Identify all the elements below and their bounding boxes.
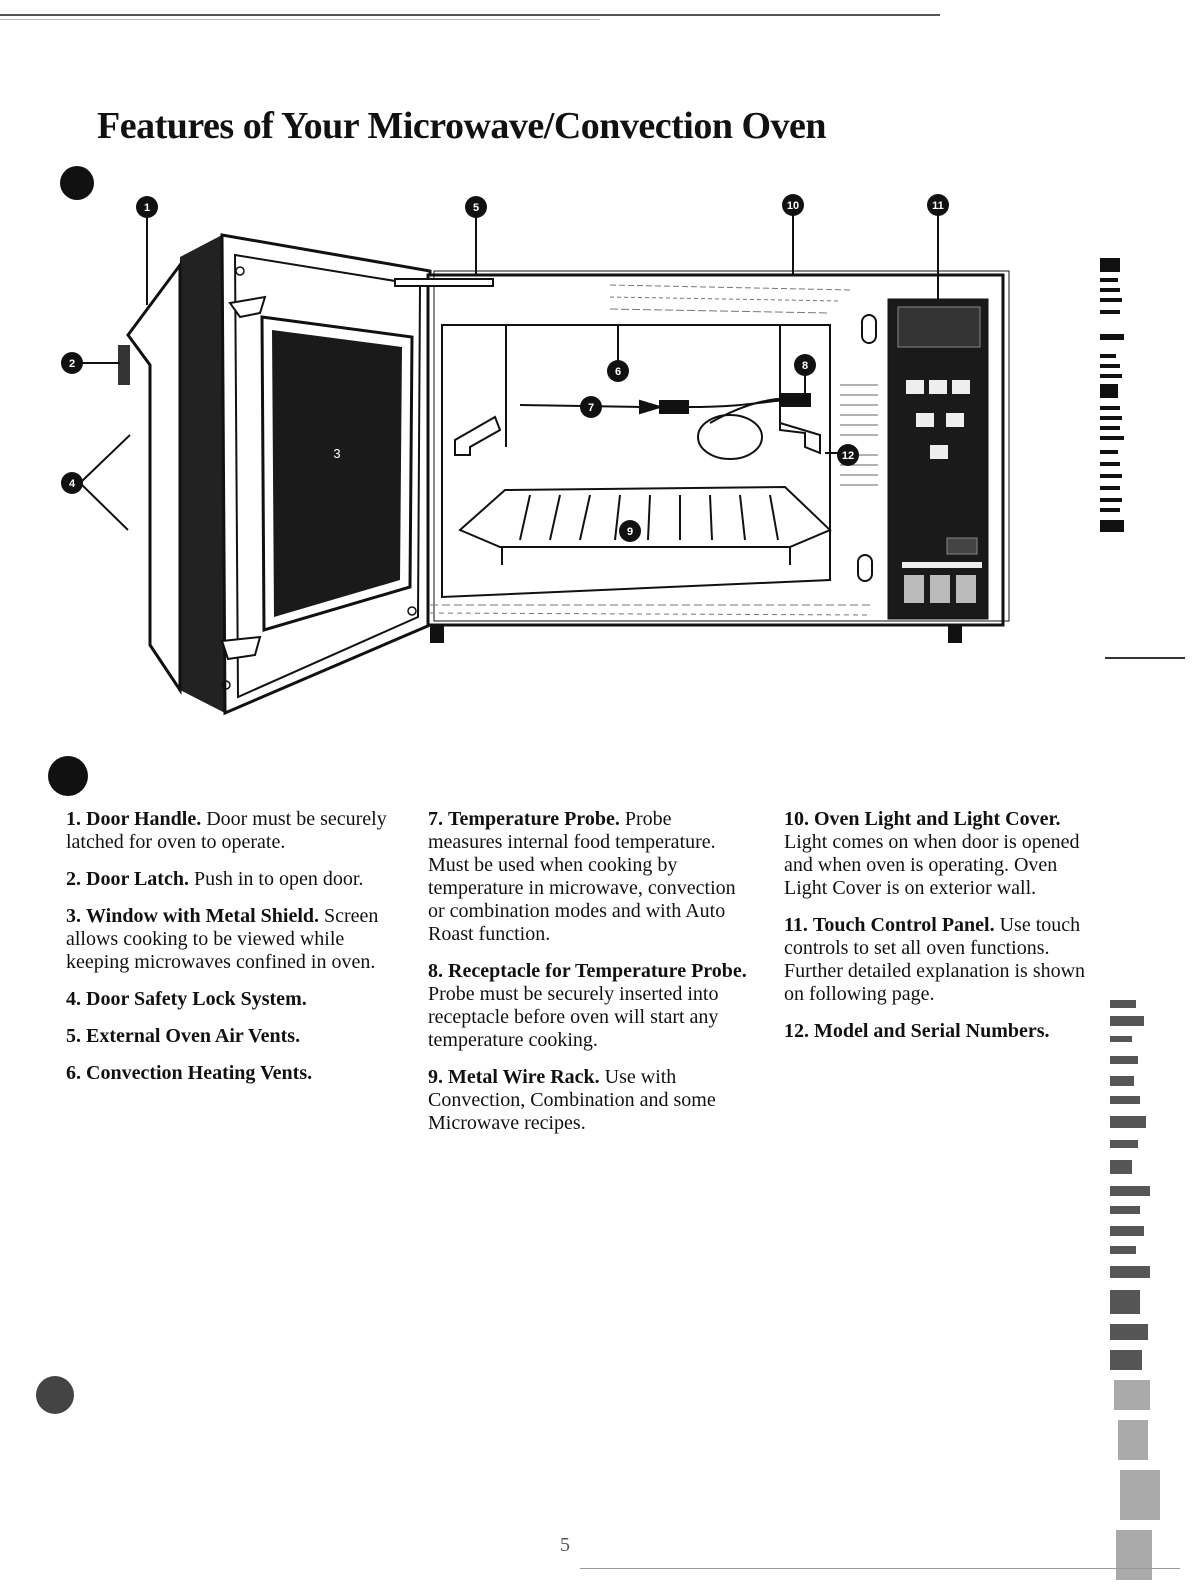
feature-item: 8. Receptacle for Temperature Probe. Pro…: [428, 960, 747, 1051]
temperature-probe: [519, 393, 811, 460]
svg-text:1: 1: [144, 202, 150, 214]
callout-8: 8: [794, 354, 816, 376]
punch-hole-mark: [48, 756, 88, 796]
right-rule: [1105, 657, 1185, 659]
oven-door: 3: [118, 233, 432, 716]
svg-text:10: 10: [787, 200, 799, 212]
svg-text:6: 6: [615, 366, 621, 378]
feature-column-1: 1. Door Handle. Door must be securely la…: [66, 808, 396, 1099]
svg-text:11: 11: [932, 200, 944, 212]
callout-1: 1: [136, 196, 158, 218]
top-rule-faint: [0, 19, 600, 20]
feature-item: 1. Door Handle. Door must be securely la…: [66, 808, 387, 853]
callout-7: 7: [580, 396, 602, 418]
page-number: 5: [560, 1534, 570, 1556]
feature-column-3: 10. Oven Light and Light Cover. Light co…: [784, 808, 1094, 1057]
punch-hole-mark: [36, 1376, 74, 1414]
callout-12: 12: [837, 444, 859, 466]
callout-10: 10: [782, 194, 804, 216]
feature-item: 10. Oven Light and Light Cover. Light co…: [784, 808, 1080, 899]
top-rule: [0, 14, 940, 16]
callout-6: 6: [607, 360, 629, 382]
callout-4: 4: [61, 472, 83, 494]
feature-item: 5. External Oven Air Vents.: [66, 1025, 301, 1047]
feature-item: 4. Door Safety Lock System.: [66, 988, 307, 1010]
callout-11: 11: [927, 194, 949, 216]
oven-body: [394, 270, 1010, 643]
punch-hole-mark: [60, 166, 94, 200]
feature-item: 6. Convection Heating Vents.: [66, 1062, 313, 1084]
svg-text:7: 7: [588, 402, 594, 414]
page-title: Features of Your Microwave/Convection Ov…: [97, 105, 827, 147]
edge-registration-marks: [1100, 258, 1124, 532]
wire-rack: [458, 485, 832, 565]
svg-text:8: 8: [802, 360, 808, 372]
callout-2: 2: [61, 352, 83, 374]
feature-column-2: 7. Temperature Probe. Probe measures int…: [428, 808, 748, 1149]
oven-diagram: 3: [61, 194, 1010, 716]
feature-item: 9. Metal Wire Rack. Use with Convection,…: [428, 1066, 716, 1134]
scan-noise-strip: [1110, 1000, 1160, 1580]
callout-5: 5: [465, 196, 487, 218]
feature-item: 3. Window with Metal Shield. Screen allo…: [66, 905, 379, 973]
svg-text:4: 4: [69, 478, 76, 490]
svg-text:9: 9: [627, 526, 633, 538]
svg-text:12: 12: [842, 450, 854, 462]
bottom-rule: [580, 1568, 1180, 1569]
feature-item: 2. Door Latch. Push in to open door.: [66, 868, 364, 890]
callout-9: 9: [619, 520, 641, 542]
touch-control-panel: [887, 298, 989, 620]
feature-item: 12. Model and Serial Numbers.: [784, 1020, 1050, 1042]
svg-text:5: 5: [473, 202, 479, 214]
door-window-label: 3: [333, 446, 340, 461]
feature-item: 11. Touch Control Panel. Use touch contr…: [784, 914, 1086, 1005]
svg-text:2: 2: [69, 358, 75, 370]
feature-item: 7. Temperature Probe. Probe measures int…: [428, 808, 736, 945]
